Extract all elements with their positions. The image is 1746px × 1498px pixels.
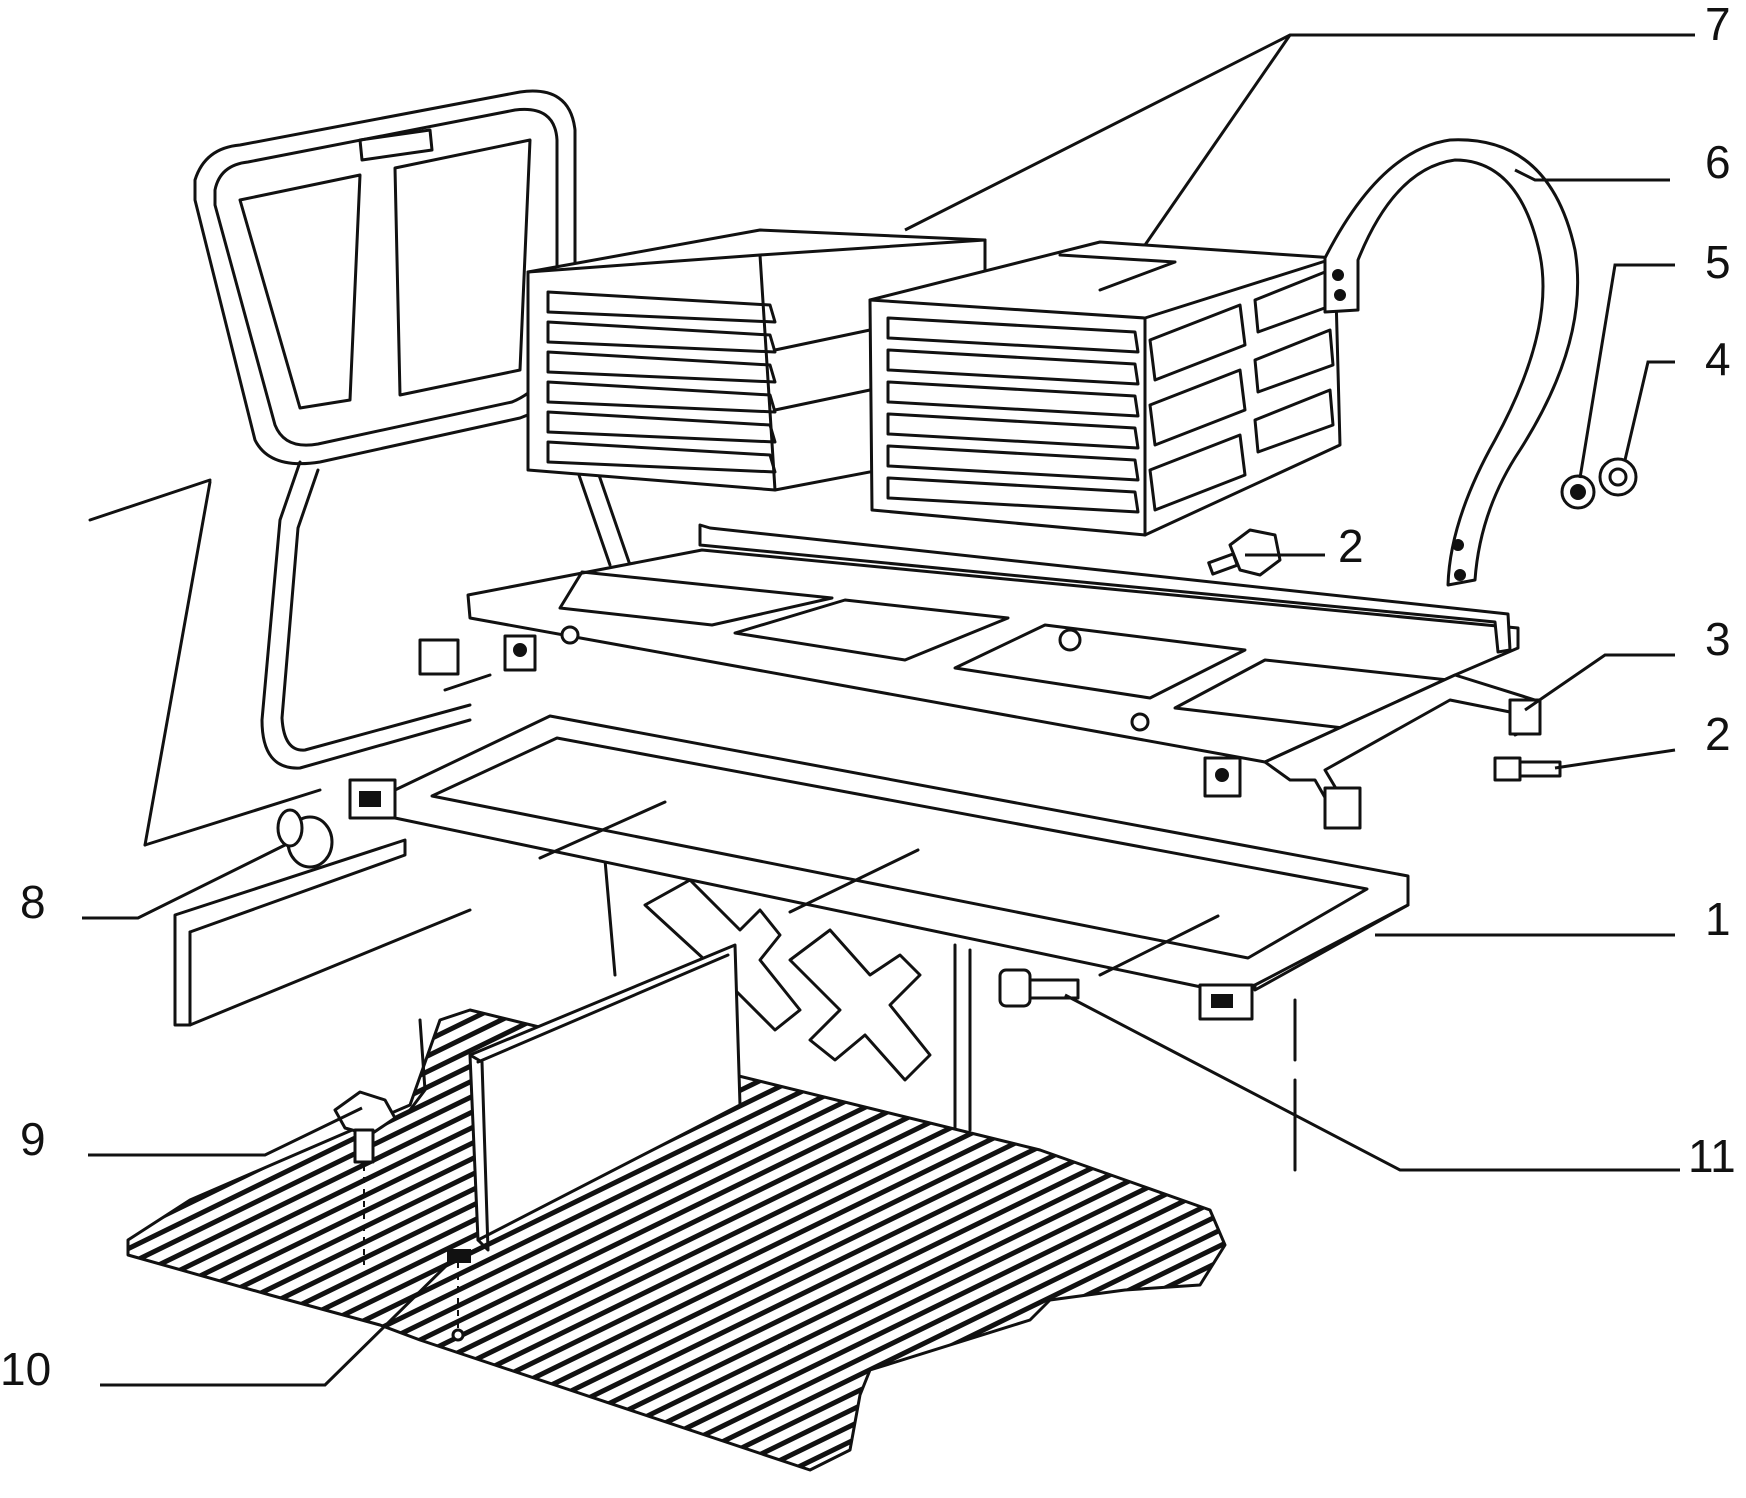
callout-9: 9	[20, 1113, 46, 1165]
callout-2-upper: 2	[1338, 520, 1364, 572]
callout-7: 7	[1705, 0, 1731, 50]
lower-frame	[348, 714, 1410, 1021]
callout-6: 6	[1705, 136, 1731, 188]
callout-8: 8	[20, 876, 46, 928]
callout-1: 1	[1705, 893, 1731, 945]
callout-labels: 7 6 5 4 2 3 2 1 11 8 9 10	[0, 0, 1736, 1395]
wing-bolt-9	[333, 1090, 397, 1265]
upper-seat-frame	[418, 523, 1542, 830]
nut-4	[1598, 457, 1638, 497]
battery-box-b	[868, 240, 1342, 537]
kick-panel	[173, 838, 472, 1027]
callout-11: 11	[1688, 1130, 1736, 1182]
bolt-11	[998, 968, 1080, 1008]
callout-3: 3	[1705, 613, 1731, 665]
callout-2-lower: 2	[1705, 708, 1731, 760]
hold-down-strap	[1323, 138, 1580, 587]
plug-8	[276, 808, 334, 869]
wing-bolt-2-upper	[1207, 528, 1282, 577]
leader-lines	[82, 33, 1695, 1387]
screw-2-lower	[1493, 756, 1562, 782]
partition-board	[447, 943, 742, 1342]
callout-4: 4	[1705, 333, 1731, 385]
callout-5: 5	[1705, 236, 1731, 288]
callout-10: 10	[0, 1343, 51, 1395]
washer-5	[1560, 474, 1596, 510]
